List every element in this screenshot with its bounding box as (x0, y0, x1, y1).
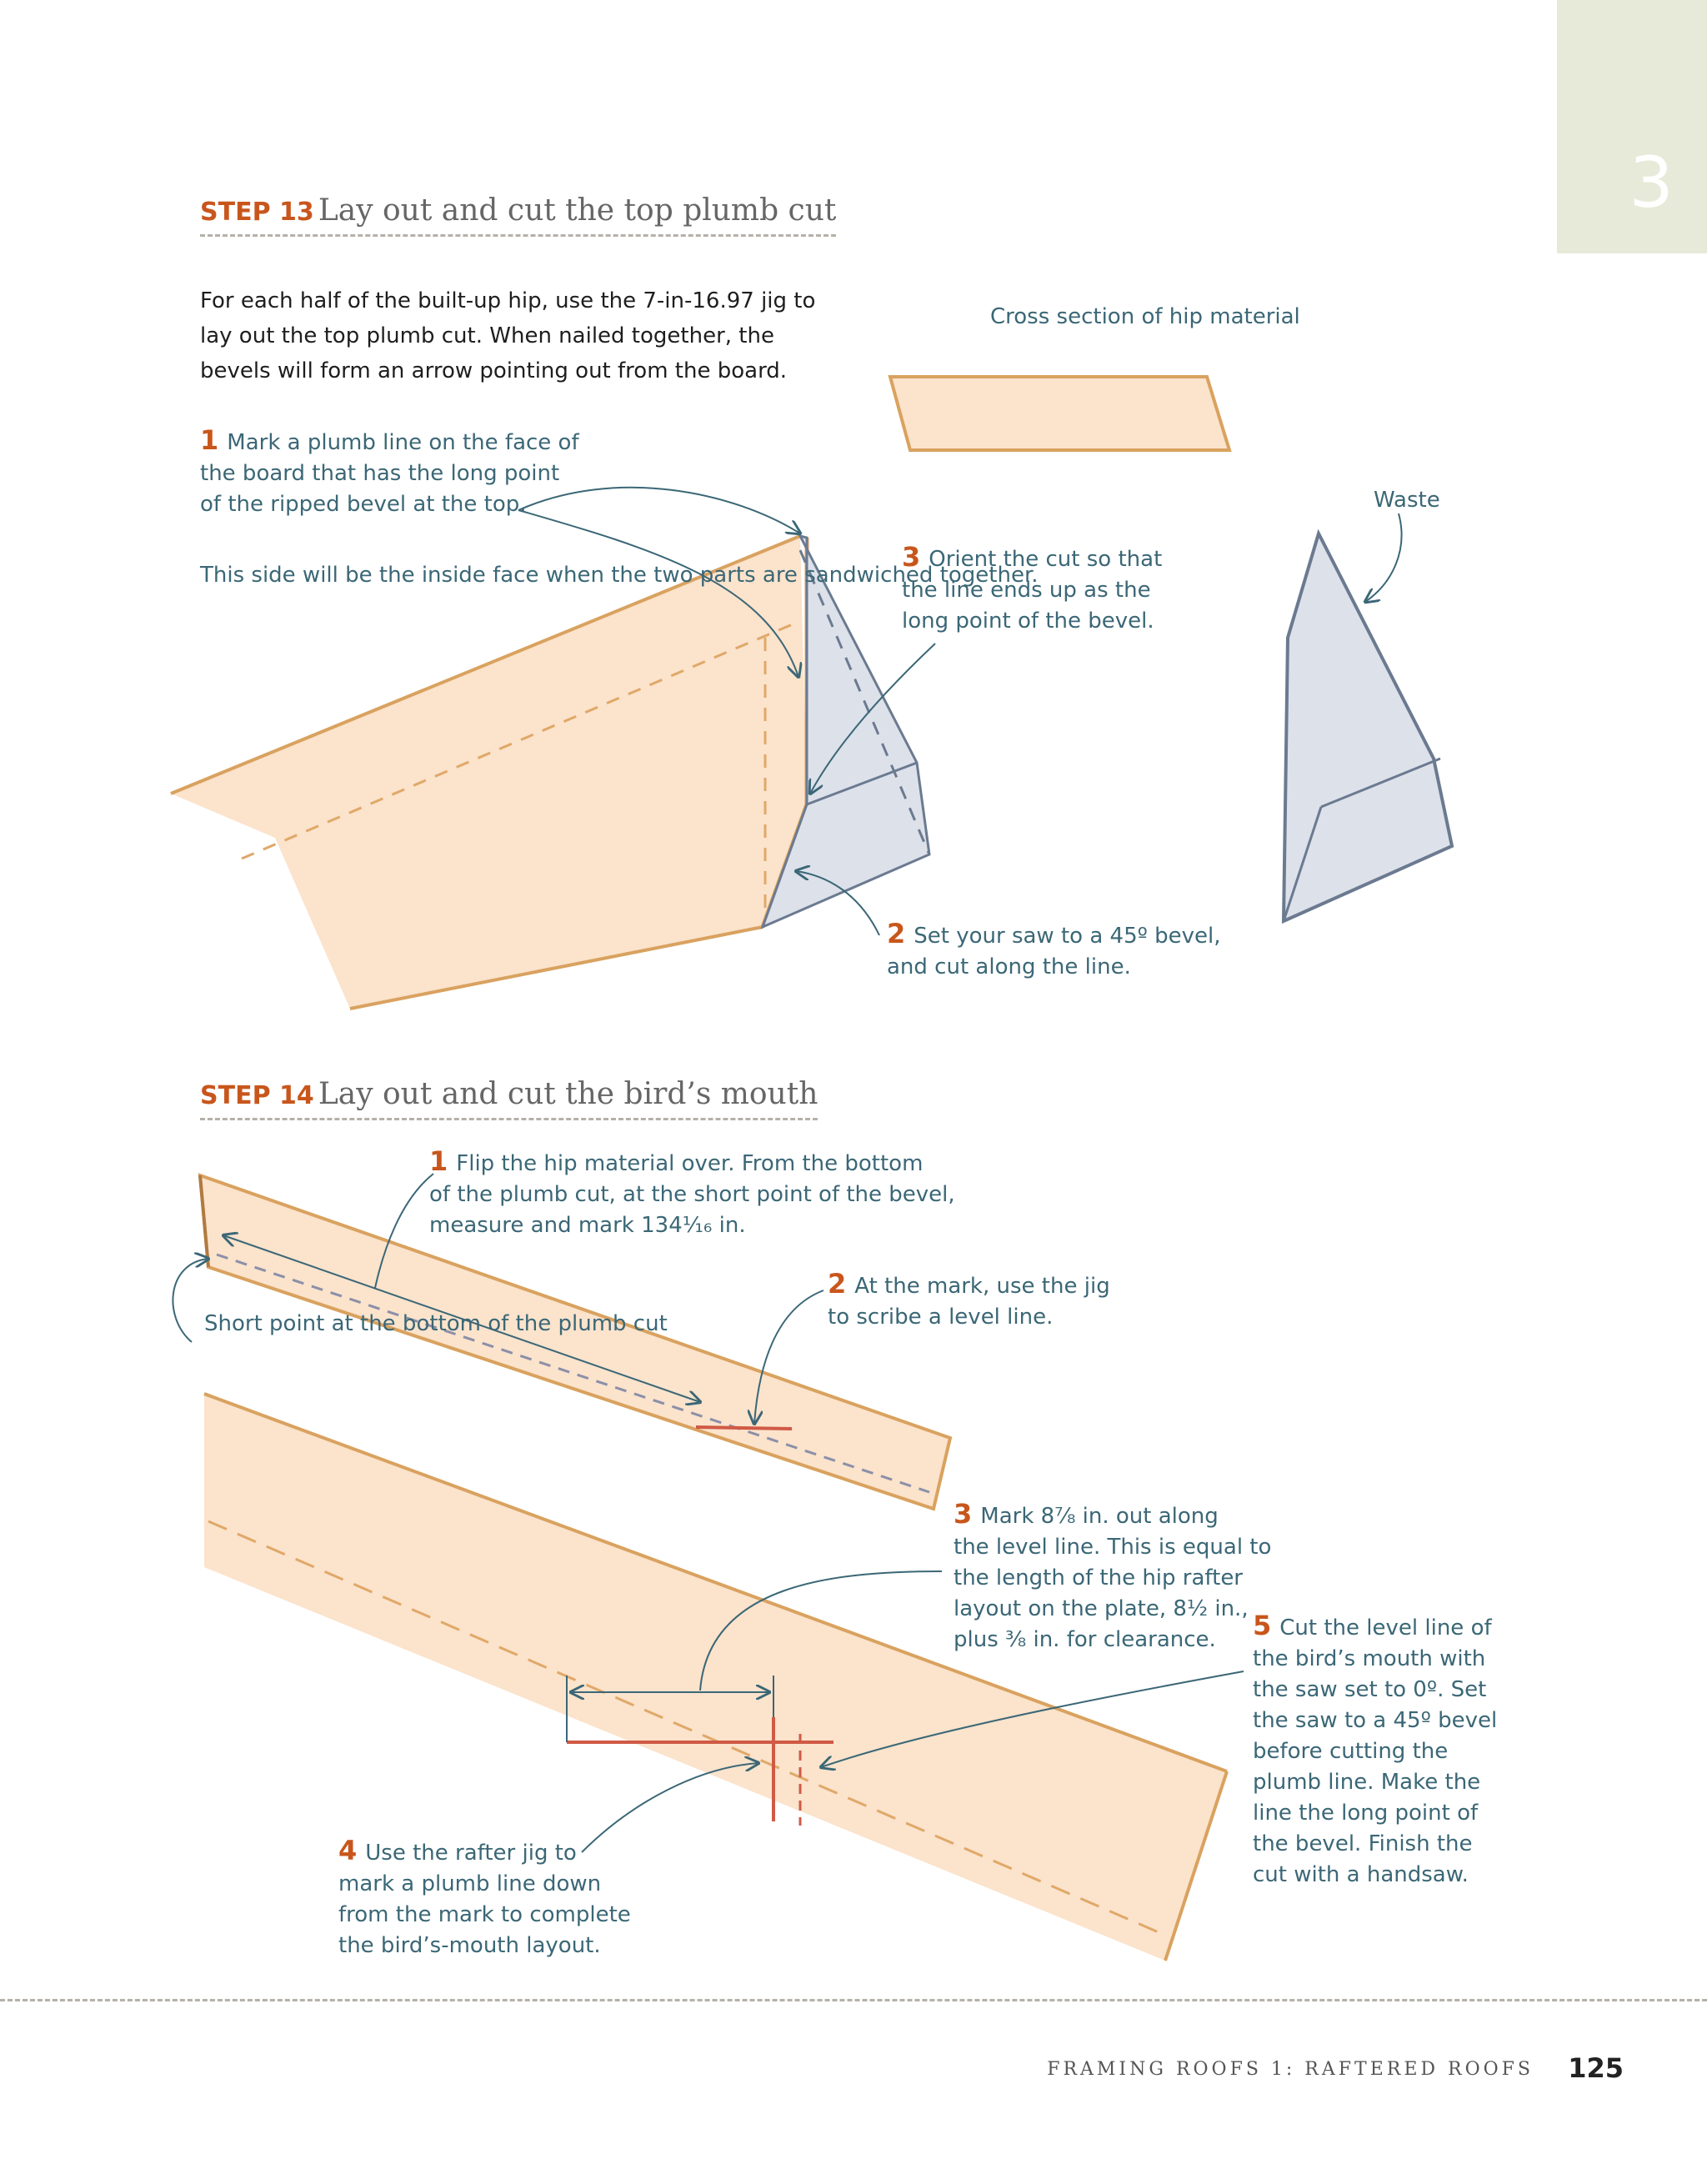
callout-number: 3 (954, 1498, 973, 1530)
step14-label: STEP 14 (200, 1081, 314, 1110)
waste-figure (1281, 528, 1454, 924)
callout-number: 2 (828, 1268, 847, 1300)
step13-title: Lay out and cut the top plumb cut (318, 193, 837, 228)
running-title: Framing Roofs 1: Raftered Roofs (1047, 2059, 1534, 2080)
callout-number: 2 (887, 918, 906, 949)
cross-section-figure (888, 375, 1232, 452)
step14-leaders (172, 1173, 1244, 1853)
callout-text: Flip the hip material over. From the bot… (429, 1151, 955, 1238)
callout-number: 3 (902, 541, 921, 573)
step13-heading: STEP 13 Lay out and cut the top plumb cu… (200, 193, 837, 237)
short-point-note: Short point at the bottom of the plumb c… (204, 1311, 668, 1336)
callout-number: 5 (1253, 1610, 1272, 1641)
callout-text: Mark 8⁷⁄₈ in. out along the level line. … (954, 1504, 1272, 1652)
callout-text: Use the rafter jig to mark a plumb line … (338, 1841, 631, 1958)
callout-text: At the mark, use the jig to scribe a lev… (828, 1274, 1110, 1330)
callout-text: Cut the level line of the bird’s mouth w… (1253, 1615, 1498, 1887)
cross-section-label: Cross section of hip material (990, 304, 1300, 329)
page-number: 125 (1568, 2052, 1624, 2084)
callout-number: 4 (338, 1835, 358, 1866)
step13-label: STEP 13 (200, 198, 314, 227)
rafter-board-figure (203, 1392, 1229, 1961)
chapter-number: 3 (1629, 142, 1674, 223)
waste-label: Waste (1374, 488, 1440, 513)
step14-heading: STEP 14 Lay out and cut the bird’s mouth (200, 1077, 818, 1120)
step13-intro: For each half of the built-up hip, use t… (200, 288, 816, 383)
inside-face-note: This side will be the inside face when t… (200, 563, 1039, 588)
step14-title: Lay out and cut the bird’s mouth (318, 1077, 818, 1111)
callout-text: Set your saw to a 45º bevel, and cut alo… (887, 924, 1221, 979)
callout-number: 1 (429, 1145, 448, 1177)
step13-leaders (518, 486, 1403, 936)
hip-board-figure (170, 533, 931, 1010)
callout-text: Mark a plumb line on the face of the boa… (200, 430, 579, 517)
chapter-tab: 3 (1557, 0, 1707, 253)
callout-text: Orient the cut so that the line ends up … (902, 547, 1163, 634)
footer-divider (0, 1999, 1707, 2001)
callout-number: 1 (200, 424, 219, 456)
